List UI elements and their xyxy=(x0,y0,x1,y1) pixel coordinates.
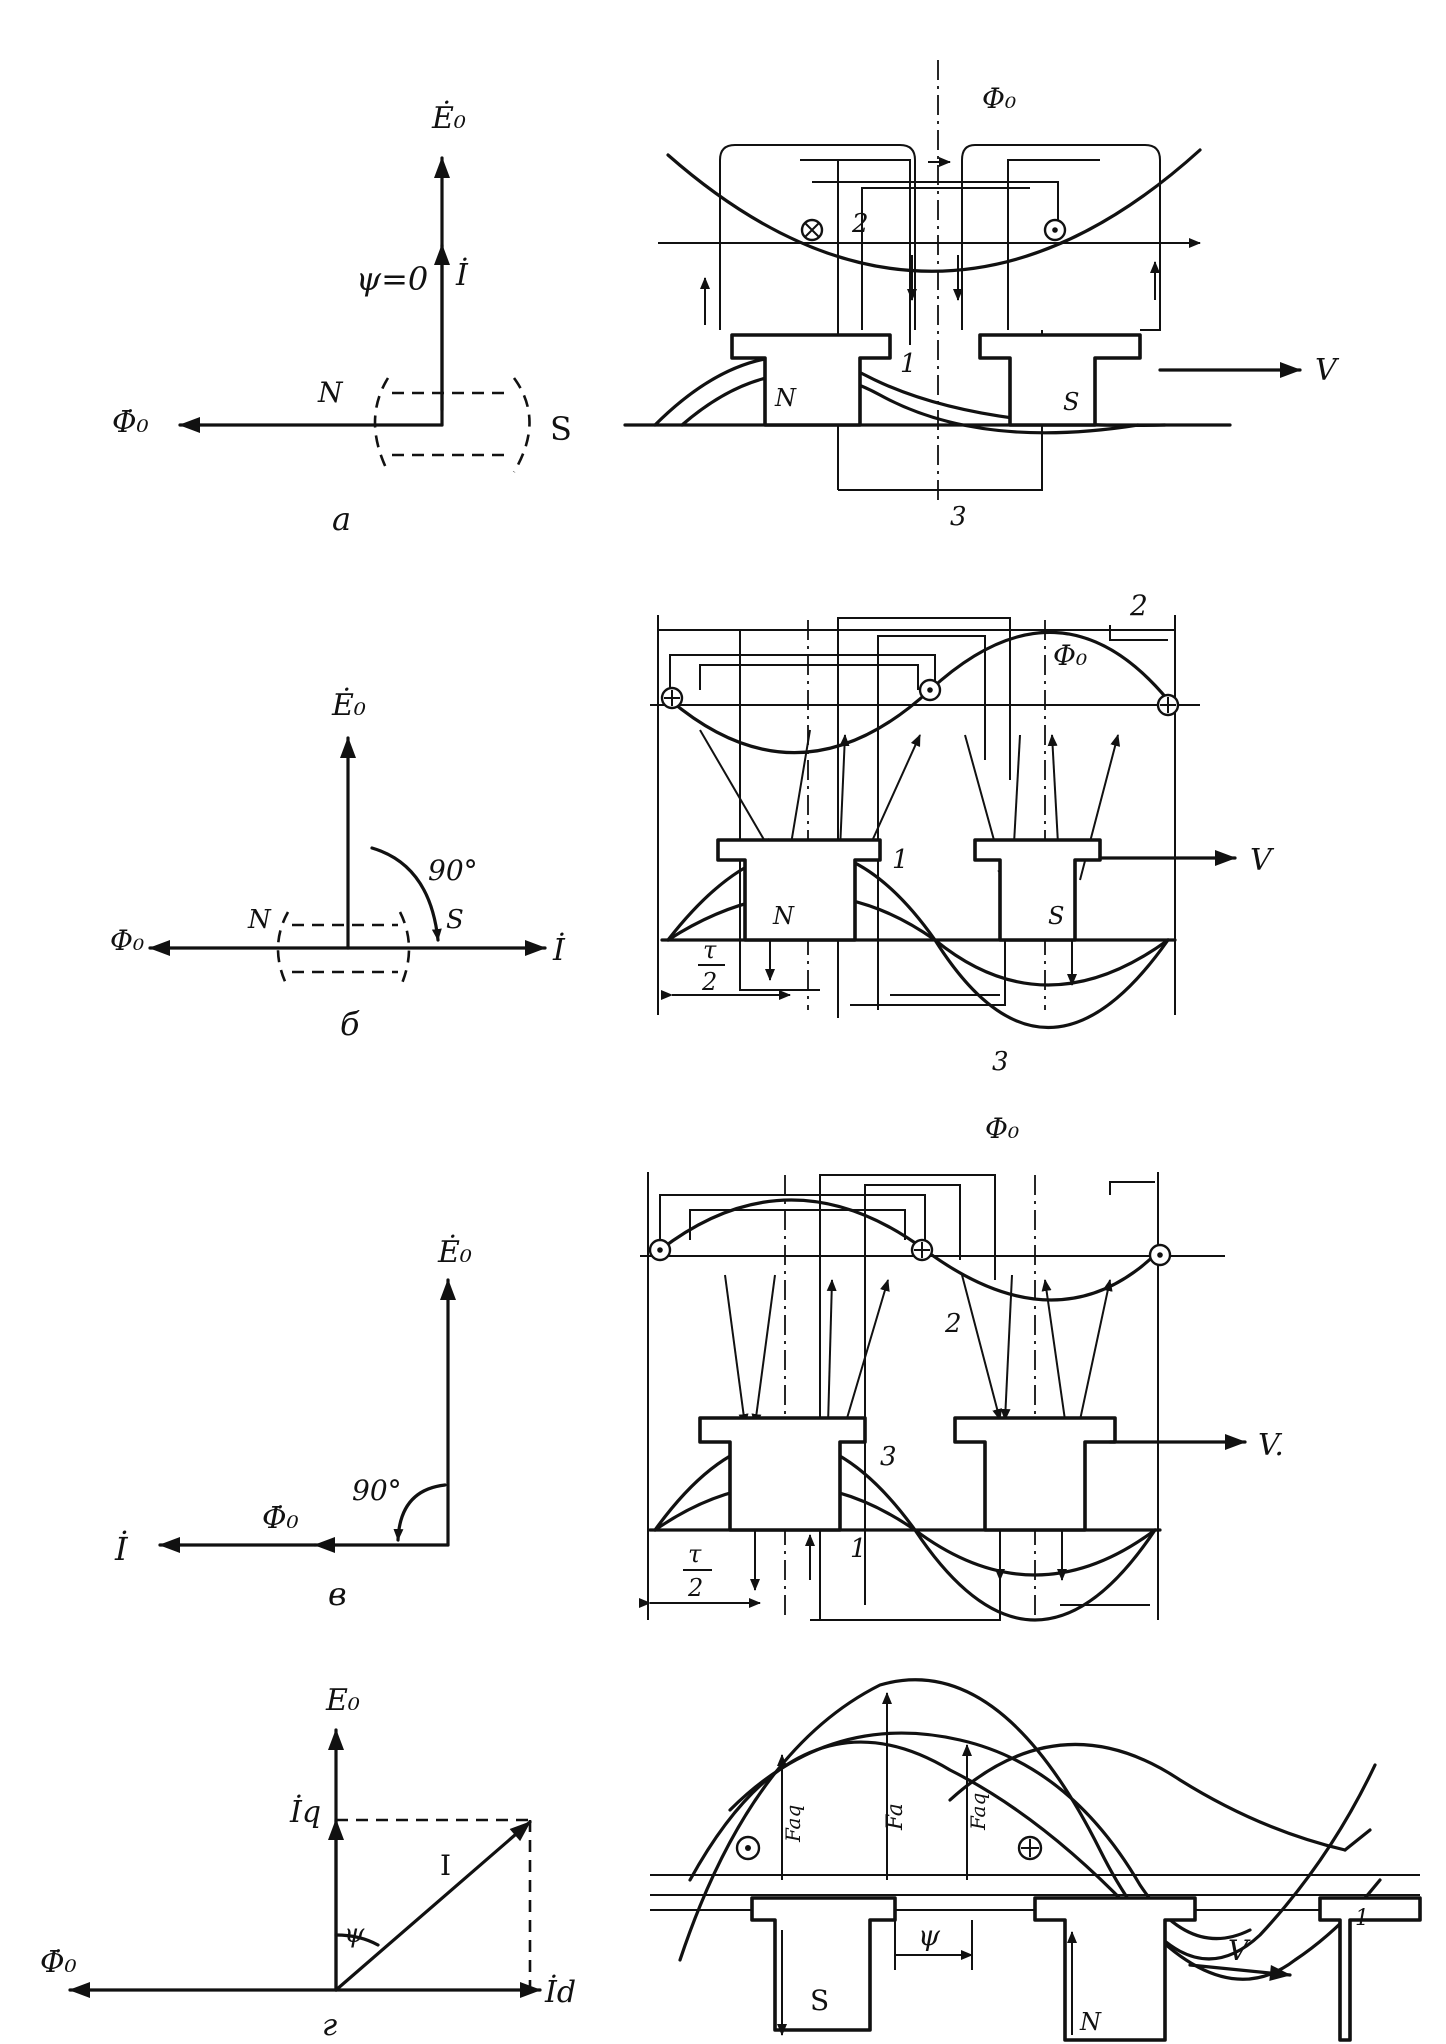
north-pole-b xyxy=(716,838,882,942)
curve-number-3-a: 3 xyxy=(950,502,967,532)
pole-2-c xyxy=(953,1416,1117,1532)
current-vector-d xyxy=(334,1820,532,1992)
pole-1-c xyxy=(698,1416,867,1532)
north-pole-outline-a xyxy=(373,377,390,473)
south-pole-label-d: S xyxy=(810,1984,829,2017)
curve-number-3-b: 3 xyxy=(992,1047,1009,1077)
south-pole-outline-a xyxy=(512,377,531,473)
angle-arc-b xyxy=(370,846,442,942)
south-label-b: S xyxy=(446,905,464,935)
tau-label-b: τ xyxy=(703,936,717,964)
phi0-label-machine-b: Φ₀ xyxy=(1053,639,1087,672)
next-pole-d xyxy=(1318,1896,1422,2042)
armature-field-curve-3-a xyxy=(680,371,1140,435)
panel-c-machine-sketch: Φ₀ 2 3 1 V. τ 2 xyxy=(639,1112,1284,1622)
angle-label-c: 90° xyxy=(352,1474,402,1507)
velocity-label-b: V xyxy=(1250,843,1275,878)
south-pole-label-b: S xyxy=(1048,902,1064,930)
current-label-a: İ xyxy=(455,257,469,293)
north-label-a: N xyxy=(317,376,344,409)
curve-number-2-a: 2 xyxy=(851,209,869,239)
e0-label-d: E₀ xyxy=(325,1683,360,1718)
south-pole-b xyxy=(973,838,1102,942)
e0-label-c: Ė₀ xyxy=(437,1234,472,1270)
south-label-a: S xyxy=(550,410,572,448)
panel-letter-c: в xyxy=(328,1575,347,1613)
psi-label-machine-d: ψ xyxy=(918,1919,941,1952)
current-label-b: İ xyxy=(552,932,566,968)
south-pole-d xyxy=(750,1896,897,2032)
fa-label: Fa xyxy=(883,1803,908,1831)
north-pole-label-d: N xyxy=(1079,2008,1102,2036)
stator-flux-curve-a xyxy=(666,148,1202,273)
psi-label-a: ψ=0 xyxy=(356,260,428,298)
tau-label-c: τ xyxy=(688,1540,702,1568)
current-label-d: I xyxy=(440,1849,451,1882)
angle-label-b: 90° xyxy=(428,854,478,887)
panel-letter-a: а xyxy=(332,500,351,538)
north-label-b: N xyxy=(247,905,272,935)
south-pole-a xyxy=(978,333,1142,427)
current-label-c: İ xyxy=(114,1530,129,1568)
tau-divisor-c: 2 xyxy=(687,1574,703,1602)
panel-d-machine-sketch: Faq Fa Faq ψ V S N 1 xyxy=(650,1678,1422,2042)
velocity-label-d: V xyxy=(1228,1934,1251,1967)
phi0-label-d: Φ̇₀ xyxy=(40,1945,77,1980)
faq-label-right: Faq xyxy=(966,1793,990,1831)
angle-arc-c xyxy=(393,1483,447,1542)
velocity-arrow-d xyxy=(1188,1963,1292,1981)
e0-label-b: Ė₀ xyxy=(331,687,366,723)
curve-number-1-d: 1 xyxy=(1355,1906,1369,1931)
id-label-d: İd xyxy=(544,1974,576,2010)
curve-number-3-c: 3 xyxy=(880,1442,897,1472)
tau-divisor-b: 2 xyxy=(701,968,717,996)
panel-a-vector-diagram: Ė₀ İ ψ=0 Φ̇₀ N S а xyxy=(112,100,572,538)
phi0-label-a: Φ̇₀ xyxy=(112,405,149,440)
panel-letter-b: б xyxy=(340,1005,360,1043)
panel-c-vector-diagram: Ė₀ Φ̇₀ İ 90° в xyxy=(114,1234,472,1613)
panel-a-machine-sketch: Φ₀ N S V 1 2 3 xyxy=(623,60,1340,532)
fad-curve-d xyxy=(728,1731,1252,1941)
phi0-label-machine-a: Φ₀ xyxy=(982,82,1016,115)
panel-b-machine-sketch: Φ₀ 2 1 3 N S V τ 2 xyxy=(650,589,1275,1077)
north-pole-a xyxy=(730,333,892,427)
north-pole-label-b: N xyxy=(772,902,795,930)
panel-d-vector-diagram: E₀ İq I ψ Φ̇₀ İd г xyxy=(40,1683,576,2043)
velocity-label-c: V. xyxy=(1258,1428,1284,1463)
panel-letter-d: г xyxy=(322,2008,337,2043)
stator-flux-curve-b xyxy=(668,630,1170,755)
iq-label-d: İq xyxy=(289,1794,321,1830)
north-pole-d xyxy=(1033,1896,1197,2042)
north-pole-label-a: N xyxy=(774,384,797,412)
curve-number-1-c: 1 xyxy=(850,1534,867,1564)
phi0-label-machine-c: Φ₀ xyxy=(985,1112,1019,1145)
curve-number-2-c: 2 xyxy=(944,1309,962,1339)
faq-label-left: Faq xyxy=(781,1805,805,1843)
psi-label-d: ψ xyxy=(344,1919,365,1949)
curve-number-2-b: 2 xyxy=(1129,589,1148,622)
phi0-label-b: Φ₀ xyxy=(110,924,144,957)
phi0-label-c: Φ̇₀ xyxy=(262,1501,299,1536)
e0-label-a: Ė₀ xyxy=(431,100,466,136)
velocity-label-a: V xyxy=(1315,353,1340,388)
curve-number-1-b: 1 xyxy=(892,845,909,875)
curve-number-1-a: 1 xyxy=(900,349,917,379)
south-pole-label-a: S xyxy=(1063,388,1079,416)
psi-arc-d xyxy=(334,1933,380,1947)
panel-b-vector-diagram: Ė₀ İ Φ₀ 90° N S б xyxy=(110,687,566,1043)
stator-flux-curve-c xyxy=(658,1198,1162,1302)
